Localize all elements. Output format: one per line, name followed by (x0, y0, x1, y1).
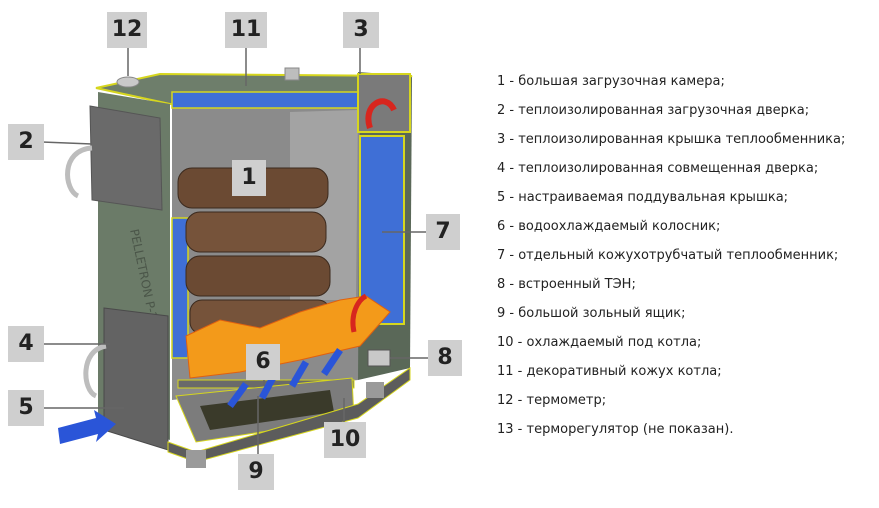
callout-10: 10 (324, 422, 366, 458)
log-3 (185, 255, 331, 297)
loading-door (89, 105, 163, 211)
legend-item: 6 - водоохлаждаемый колосник; (497, 219, 721, 234)
heat-exchanger (359, 135, 405, 325)
leader-line-2 (41, 141, 93, 145)
callout-1: 1 (232, 160, 266, 196)
combined-door-handle (83, 343, 107, 399)
combined-door (103, 307, 169, 451)
boiler-cutaway-diagram: PELLETRON P-20 (41, 48, 430, 468)
intake-air-arrow-icon (58, 410, 116, 444)
callout-8: 8 (428, 340, 462, 376)
boiler-leg (366, 382, 384, 398)
top-insulation (171, 91, 359, 109)
legend-item: 3 - теплоизолированная крышка теплообмен… (497, 132, 846, 147)
callout-12: 12 (107, 12, 147, 48)
legend-item: 5 - настраиваемая поддувальная крышка; (497, 190, 789, 205)
callout-2: 2 (8, 124, 44, 160)
loading-door-handle (65, 145, 93, 199)
legend-list: 1 - большая загрузочная камера; 2 - тепл… (497, 67, 877, 444)
legend-item: 1 - большая загрузочная камера; (497, 74, 725, 89)
callout-6: 6 (246, 344, 280, 380)
legend-item: 12 - термометр; (497, 393, 607, 408)
ash-pile (200, 390, 334, 430)
legend-item: 4 - теплоизолированная совмещенная дверк… (497, 161, 819, 176)
flue-arrow-icon (365, 98, 397, 129)
callout-5: 5 (8, 390, 44, 426)
flames (185, 295, 391, 379)
legend-item: 9 - большой зольный ящик; (497, 306, 686, 321)
thermometer-icon (116, 76, 140, 88)
legend-item: 8 - встроенный ТЭН; (497, 277, 636, 292)
legend-item: 10 - охлаждаемый под котла; (497, 335, 702, 350)
top-pipe (284, 67, 300, 81)
air-arrow-icon (288, 360, 310, 388)
callout-7: 7 (426, 214, 460, 250)
legend-item: 11 - декоративный кожух котла; (497, 364, 722, 379)
legend-item: 7 - отдельный кожухотрубчатый теплообмен… (497, 248, 839, 263)
air-arrow-icon (227, 381, 249, 409)
callout-9: 9 (238, 454, 274, 490)
callout-3: 3 (343, 12, 379, 48)
callout-4: 4 (8, 326, 44, 362)
heating-element (367, 349, 391, 367)
legend-item: 2 - теплоизолированная загрузочная дверк… (497, 103, 810, 118)
air-arrow-icon (321, 348, 343, 376)
log-2 (185, 211, 327, 253)
callout-11: 11 (225, 12, 267, 48)
boiler-leg (186, 450, 206, 468)
flame-arrow-icon (350, 293, 368, 333)
legend-item: 13 - терморегулятор (не показан). (497, 422, 734, 437)
